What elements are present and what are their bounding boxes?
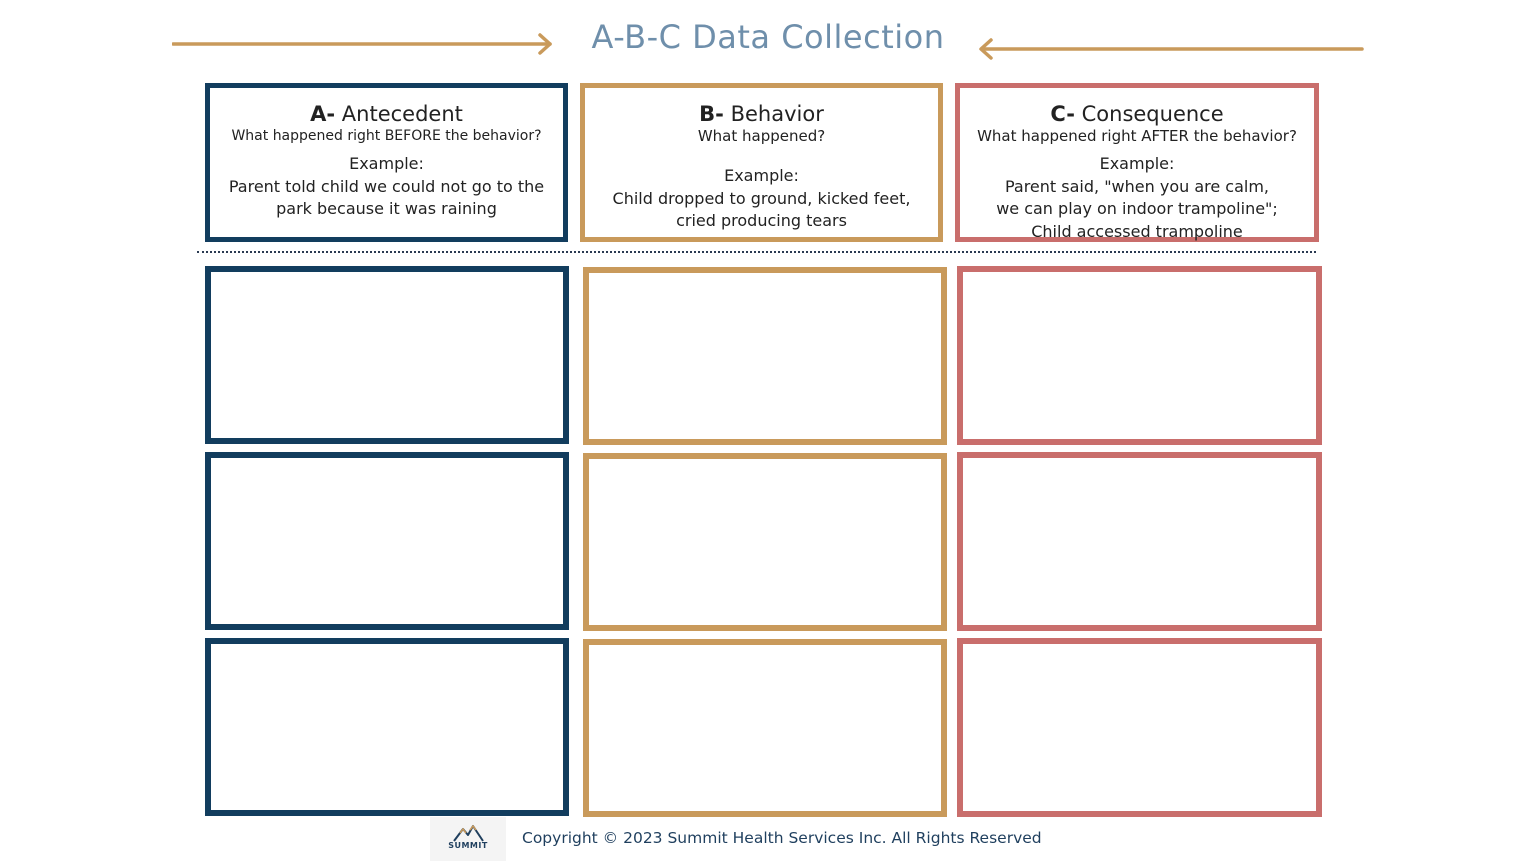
consequence-example-line: we can play on indoor trampoline"; — [996, 199, 1278, 218]
logo-wordmark: SUMMIT — [448, 841, 488, 850]
consequence-entry-box[interactable] — [957, 266, 1322, 445]
antecedent-name: Antecedent — [341, 102, 463, 126]
consequence-header-box: C- Consequence What happened right AFTER… — [955, 83, 1319, 242]
behavior-example-line: cried producing tears — [676, 211, 847, 230]
behavior-entry-box[interactable] — [583, 453, 947, 631]
behavior-header-box: B- Behavior What happened? Example: Chil… — [580, 83, 943, 242]
antecedent-entry-box[interactable] — [205, 266, 569, 444]
antecedent-example-line: park because it was raining — [276, 199, 497, 218]
antecedent-letter: A- — [310, 102, 336, 126]
antecedent-heading: A- Antecedent — [210, 101, 563, 127]
consequence-entry-box[interactable] — [957, 638, 1322, 817]
behavior-example-label: Example: — [724, 166, 799, 185]
consequence-example-line: Child accessed trampoline — [1031, 221, 1243, 241]
arrow-left-icon — [979, 38, 1364, 60]
consequence-entry-box[interactable] — [957, 452, 1322, 631]
antecedent-entry-box[interactable] — [205, 638, 569, 816]
mountain-logo-icon — [453, 824, 484, 842]
page-title: A-B-C Data Collection — [591, 18, 945, 56]
antecedent-question: What happened right BEFORE the behavior? — [231, 128, 542, 144]
behavior-name: Behavior — [730, 102, 824, 126]
consequence-question: What happened right AFTER the behavior? — [977, 127, 1297, 145]
dotted-divider — [197, 251, 1316, 253]
behavior-letter: B- — [699, 102, 724, 126]
antecedent-header-box: A- Antecedent What happened right BEFORE… — [205, 83, 568, 242]
consequence-letter: C- — [1050, 102, 1075, 126]
consequence-name: Consequence — [1081, 102, 1224, 126]
antecedent-entry-box[interactable] — [205, 452, 569, 630]
behavior-entry-box[interactable] — [583, 639, 947, 817]
arrow-right-icon — [172, 33, 552, 55]
consequence-example-line: Parent said, "when you are calm, — [1004, 176, 1270, 196]
behavior-question: What happened? — [697, 127, 826, 145]
copyright-text: Copyright © 2023 Summit Health Services … — [522, 829, 1042, 847]
consequence-example-label: Example: — [1099, 154, 1175, 173]
consequence-heading: C- Consequence — [960, 101, 1314, 127]
behavior-example-line: Child dropped to ground, kicked feet, — [612, 188, 911, 208]
antecedent-example-line: Parent told child we could not go to the — [228, 176, 545, 196]
behavior-entry-box[interactable] — [583, 267, 947, 445]
antecedent-example-label: Example: — [349, 154, 424, 173]
behavior-heading: B- Behavior — [585, 101, 938, 127]
summit-logo: SUMMIT — [430, 817, 506, 861]
